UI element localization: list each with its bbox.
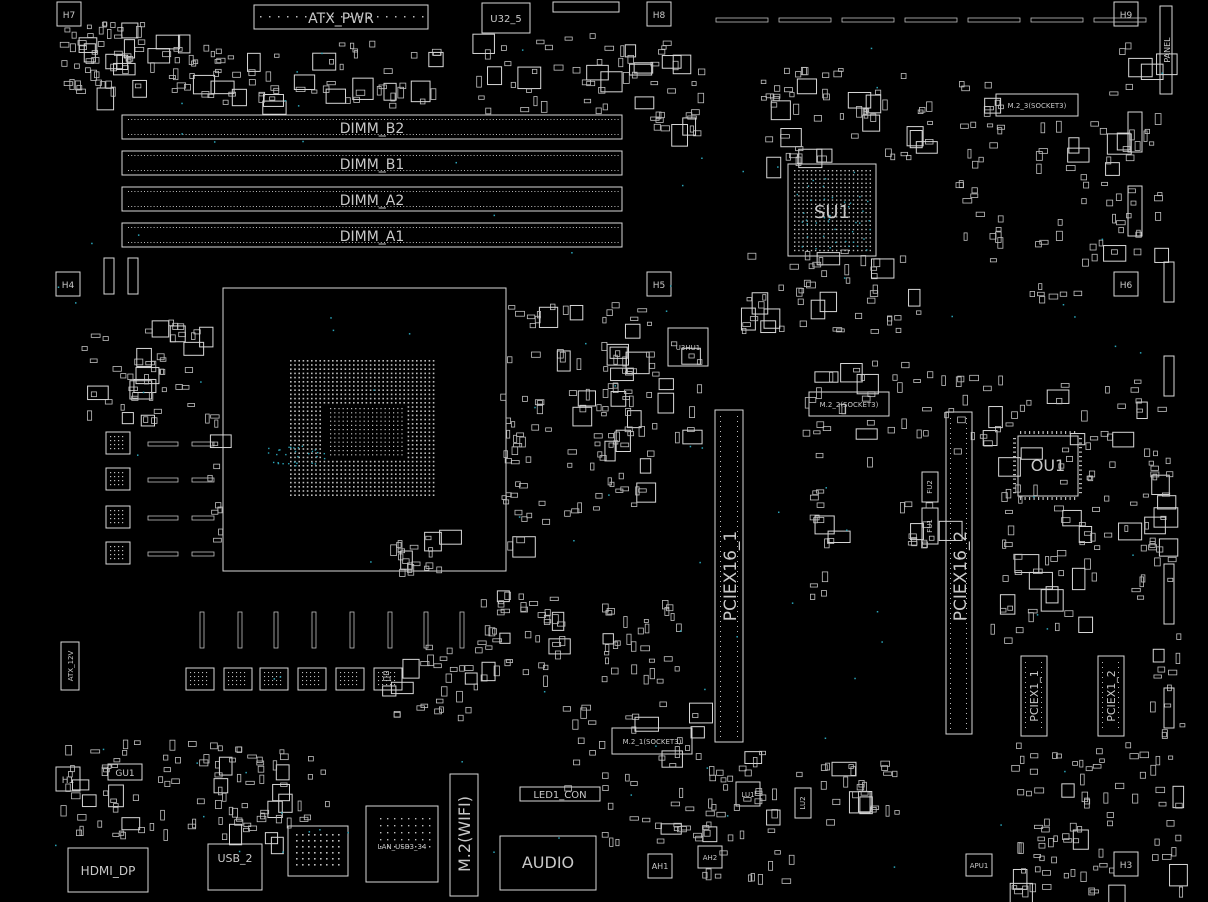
h7-hole <box>56 1 82 27</box>
led1-con <box>519 786 601 802</box>
h4-hole <box>55 271 81 297</box>
atx-12v-label: ATX_12V <box>67 651 75 682</box>
pciex16-2-label: PCIEX16_2 <box>951 531 971 621</box>
u32-5-label: U32_5 <box>490 14 521 25</box>
ah1-chip <box>647 853 673 879</box>
led1-con-label: LED1_CON <box>533 790 586 801</box>
cpu-socket <box>222 287 507 572</box>
h1-hole <box>55 766 81 792</box>
dimm-a2-slot <box>121 186 623 212</box>
usb-2-connector <box>207 843 263 891</box>
h5-hole <box>646 271 672 297</box>
pciex1-1-label: PCIEX1_1 <box>1028 670 1041 722</box>
dimm-a2-label: DIMM_A2 <box>340 193 405 209</box>
fu2-label: FU2 <box>926 480 934 494</box>
lan-usb-connector <box>365 805 439 883</box>
panel-label: PANEL <box>1163 37 1172 63</box>
h6-hole <box>1113 271 1139 297</box>
dimm-b1-label: DIMM_B1 <box>340 157 405 173</box>
atx-12v-connector <box>60 641 80 691</box>
ou1-chip <box>1017 435 1079 497</box>
ou1-label: OU1 <box>1031 456 1065 475</box>
h9-label: H9 <box>1120 11 1133 21</box>
su1-chip <box>787 163 877 257</box>
pciex16-1-label: PCIEX16_1 <box>721 531 741 621</box>
m2-wifi-label: M.2(WIFI) <box>455 796 474 872</box>
component-detail <box>55 16 1188 902</box>
h4-label: H4 <box>62 281 75 291</box>
h3-hole <box>1113 851 1139 877</box>
pciex16-2-slot <box>945 411 973 735</box>
ah2-label: AH2 <box>703 854 718 862</box>
dimm-b2-label: DIMM_B2 <box>340 121 405 137</box>
hdmi-dp-connector <box>67 847 149 893</box>
h8-label: H8 <box>653 11 666 21</box>
m2-1-socket <box>611 727 693 755</box>
u32-5-chip <box>481 2 531 34</box>
pciex1-2-slot <box>1097 655 1125 737</box>
dimm-b1-slot <box>121 150 623 176</box>
m2-1-label: M.2_1(SOCKET3) <box>623 738 682 746</box>
lu2-label: LU2 <box>799 796 807 809</box>
lu1-label: LU1 <box>741 791 754 799</box>
dimm-a1-slot <box>121 222 623 248</box>
h3-label: H3 <box>1120 861 1133 871</box>
gu1-label: GU1 <box>115 769 134 779</box>
h1-label: H1 <box>62 776 75 786</box>
audio-connector <box>499 835 597 891</box>
fu2-fuse <box>921 471 939 503</box>
h7-label: H7 <box>63 11 76 21</box>
apu1-label: APU1 <box>970 862 989 870</box>
hdmi-dp-label: HDMI_DP <box>81 864 136 878</box>
u3hu1-chip <box>667 327 709 367</box>
dimm-b2-slot <box>121 114 623 140</box>
panel-header <box>1159 5 1173 95</box>
pciex16-1-slot <box>714 409 744 743</box>
m2-3-socket <box>995 93 1079 117</box>
atx-pwr-connector <box>253 4 429 30</box>
ah2-chip <box>697 845 723 869</box>
m2-wifi-socket <box>449 773 479 897</box>
h6-label: H6 <box>1120 281 1133 291</box>
dimm-a1-label: DIMM_A1 <box>340 229 405 245</box>
atx-pwr-label: ATX_PWR <box>308 11 374 27</box>
m2-2-label: M.2_2(SOCKET3) <box>820 401 879 409</box>
lu2-chip <box>794 787 812 819</box>
usb-2-label: USB_2 <box>217 852 252 865</box>
audio-label: AUDIO <box>522 853 574 872</box>
ah1-label: AH1 <box>652 862 669 871</box>
h9-hole <box>1113 1 1139 27</box>
apu1-chip <box>965 853 993 877</box>
pciex1-2-label: PCIEX1_2 <box>1105 670 1118 722</box>
h5-label: H5 <box>653 281 666 291</box>
m2-3-label: M.2_3(SOCKET3) <box>1008 102 1067 110</box>
pciex1-1-slot <box>1020 655 1048 737</box>
h8-hole <box>646 1 672 27</box>
